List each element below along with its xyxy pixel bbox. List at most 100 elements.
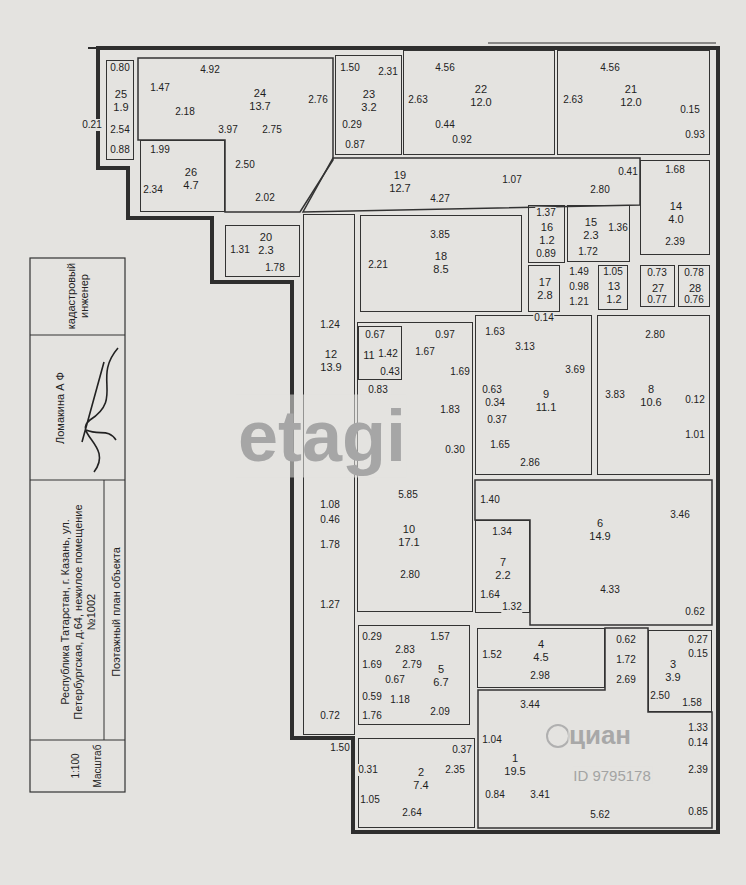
balcony-line <box>488 42 716 43</box>
room-label: 202.3 <box>258 231 273 257</box>
room-label: 911.1 <box>536 388 557 414</box>
room-number: 7 <box>495 556 510 569</box>
dimension: 0.67 <box>364 329 385 341</box>
dimension: 0.77 <box>646 294 667 306</box>
dimension: 1.50 <box>329 742 350 754</box>
room-area: 10.6 <box>640 396 661 409</box>
dimension: 2.39 <box>664 236 685 248</box>
room-label: 188.5 <box>433 250 448 276</box>
dimension: 2.02 <box>254 192 275 204</box>
dimension: 0.15 <box>687 648 708 660</box>
room-label: 172.8 <box>537 276 552 302</box>
dimension: 0.93 <box>684 129 705 141</box>
dimension: 0.97 <box>434 329 455 341</box>
room-area: 19.5 <box>504 765 525 778</box>
dimension: 1.52 <box>481 649 502 661</box>
dimension: 3.85 <box>429 229 450 241</box>
dimension: 1.64 <box>479 589 500 601</box>
dimension: 2.21 <box>367 259 388 271</box>
dimension: 1.99 <box>149 144 170 156</box>
dimension: 3.13 <box>514 341 535 353</box>
dimension: 2.54 <box>109 124 130 136</box>
room-label: 251.9 <box>113 88 128 114</box>
title-block-rule <box>30 335 125 336</box>
room-area: 1.2 <box>606 293 621 306</box>
dimension: 1.72 <box>577 246 598 258</box>
room-area: 2.3 <box>258 244 273 257</box>
dimension: 1.08 <box>319 499 340 511</box>
room-number: 9 <box>536 388 557 401</box>
dimension: 4.56 <box>434 62 455 74</box>
room-label: 11 <box>363 349 374 362</box>
dimension: 0.43 <box>379 366 400 378</box>
dimension: 1.27 <box>319 599 340 611</box>
room-number: 12 <box>320 348 341 361</box>
dimension: 1.78 <box>319 539 340 551</box>
dimension: 0.59 <box>361 691 382 703</box>
dimension: 0.92 <box>451 134 472 146</box>
dimension: 0.89 <box>535 248 556 260</box>
dimension: 0.14 <box>687 737 708 749</box>
room-area: 12.0 <box>620 96 641 109</box>
dimension: 1.58 <box>681 697 702 709</box>
title-block-rule <box>104 480 105 740</box>
title-block-name: Ломакина А Ф <box>54 342 67 474</box>
room-label: 810.6 <box>640 383 661 409</box>
room-number: 10 <box>398 523 419 536</box>
dimension: 2.39 <box>687 764 708 776</box>
dimension: 3.83 <box>604 389 625 401</box>
dimension: 1.04 <box>481 734 502 746</box>
dimension: 0.63 <box>481 384 502 396</box>
room-number: 22 <box>470 83 491 96</box>
dimension: 1.31 <box>229 244 250 256</box>
dimension: 0.67 <box>384 674 405 686</box>
room-number: 24 <box>249 87 270 100</box>
dimension: 2.83 <box>394 644 415 656</box>
dimension: 1.40 <box>479 494 500 506</box>
room-area: 12.7 <box>389 182 410 195</box>
room-outline <box>303 158 640 212</box>
room-area: 12.0 <box>470 96 491 109</box>
dimension: 2.50 <box>234 159 255 171</box>
room-label: 119.5 <box>504 752 525 778</box>
room-number: 3 <box>665 658 680 671</box>
dimension: 2.18 <box>174 106 195 118</box>
dimension: 1.78 <box>264 262 285 274</box>
dimension: 1.50 <box>339 62 360 74</box>
dimension: 1.49 <box>568 266 589 278</box>
dimension: 0.31 <box>357 764 378 776</box>
room-number: 17 <box>537 276 552 289</box>
room: 172.8 <box>528 265 560 312</box>
dimension: 2.35 <box>444 764 465 776</box>
room-area: 1.2 <box>539 234 554 247</box>
room-number: 20 <box>258 231 273 244</box>
room-number: 8 <box>640 383 661 396</box>
dimension: 1.57 <box>429 631 450 643</box>
room-number: 2 <box>413 766 428 779</box>
outer-wall <box>98 48 718 832</box>
room-number: 1 <box>504 752 525 765</box>
dimension: 1.18 <box>389 694 410 706</box>
room-number: 19 <box>389 169 410 182</box>
dimension: 2.64 <box>401 807 422 819</box>
dimension: 0.88 <box>109 144 130 156</box>
dimension: 0.12 <box>684 394 705 406</box>
room-area: 4.5 <box>533 651 548 664</box>
watermark: циан <box>568 720 632 750</box>
room-area: 13.7 <box>249 100 270 113</box>
room-label: 1912.7 <box>389 169 410 195</box>
room-label: 72.2 <box>495 556 510 582</box>
dimension: 2.80 <box>589 184 610 196</box>
dimension: 3.41 <box>529 789 550 801</box>
dimension: 1.21 <box>568 296 589 308</box>
dimension: 1.07 <box>501 174 522 186</box>
dimension: 3.69 <box>564 364 585 376</box>
dimension: 0.34 <box>484 397 505 409</box>
room-label: 161.2 <box>539 221 554 247</box>
room-outline <box>478 628 712 828</box>
dimension: 1.63 <box>484 326 505 338</box>
dimension: 1.68 <box>664 164 685 176</box>
room-area: 4.7 <box>183 179 198 192</box>
wall-stub <box>88 47 98 49</box>
room-label: 2112.0 <box>620 83 641 109</box>
